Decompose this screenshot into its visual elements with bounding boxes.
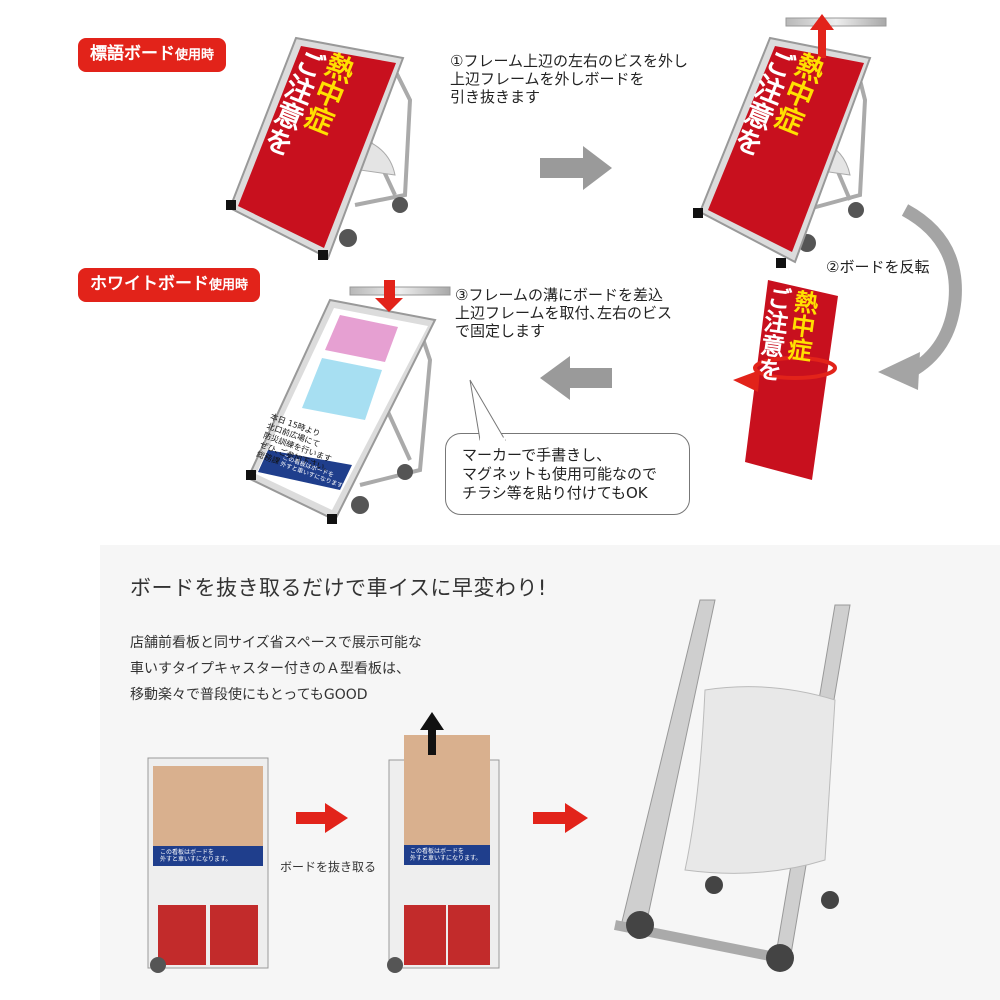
- pull-up-arrow-black-icon: [420, 712, 444, 755]
- badge-whiteboard-main: ホワイトボード: [90, 274, 209, 294]
- stand-illustration-2: [693, 14, 887, 268]
- arrow-right-red-1-icon: [296, 803, 348, 833]
- arrow-right-icon: [540, 146, 612, 190]
- arrow-left-icon: [540, 356, 612, 400]
- curved-arrow-icon: [878, 352, 920, 390]
- stand-illustration-1: [226, 36, 413, 260]
- lower-title: ボードを抜き取るだけで車イスに早変わり!: [130, 576, 547, 600]
- step3-text: ③フレームの溝にボードを差込 上辺フレームを取付､左右のビス で固定します: [455, 286, 673, 340]
- arrow-right-red-2-icon: [533, 803, 588, 833]
- photo-wheelchair: [614, 599, 851, 972]
- speech-bubble: マーカーで手書きし、 マグネットも使用可能なので チラシ等を貼り付けてもOK: [445, 433, 690, 515]
- step2-text: ②ボードを反転: [826, 258, 930, 276]
- photo-stand-with-board: [147, 757, 269, 973]
- lower-description: 店舗前看板と同サイズ省スペースで展示可能な 車いすタイプキャスター付きのＡ型看板…: [130, 635, 422, 703]
- badge-standard-main: 標語ボード: [90, 44, 175, 64]
- insert-arrow-icon: [375, 280, 403, 312]
- badge-standard-board: 標語ボード使用時: [78, 38, 227, 72]
- photo1-footer: この看板はボードを 外すと車いすになります。: [160, 849, 232, 863]
- step1-text: ①フレーム上辺の左右のビスを外し 上辺フレームを外しボードを 引き抜きます: [450, 52, 688, 106]
- badge-whiteboard-suffix: 使用時: [209, 278, 249, 293]
- badge-whiteboard: ホワイトボード使用時: [78, 268, 261, 302]
- photo-stand-board-removing: [387, 712, 500, 973]
- photo2-footer: この看板はボードを 外すと車いすになります。: [410, 848, 482, 862]
- rotate-arrow-icon: [733, 370, 760, 392]
- flipped-board: [733, 280, 838, 480]
- pull-up-arrow-icon: [810, 14, 834, 58]
- remove-board-caption: ボードを抜き取る: [280, 860, 377, 874]
- badge-standard-suffix: 使用時: [175, 48, 215, 63]
- stand-illustration-whiteboard: [246, 280, 451, 524]
